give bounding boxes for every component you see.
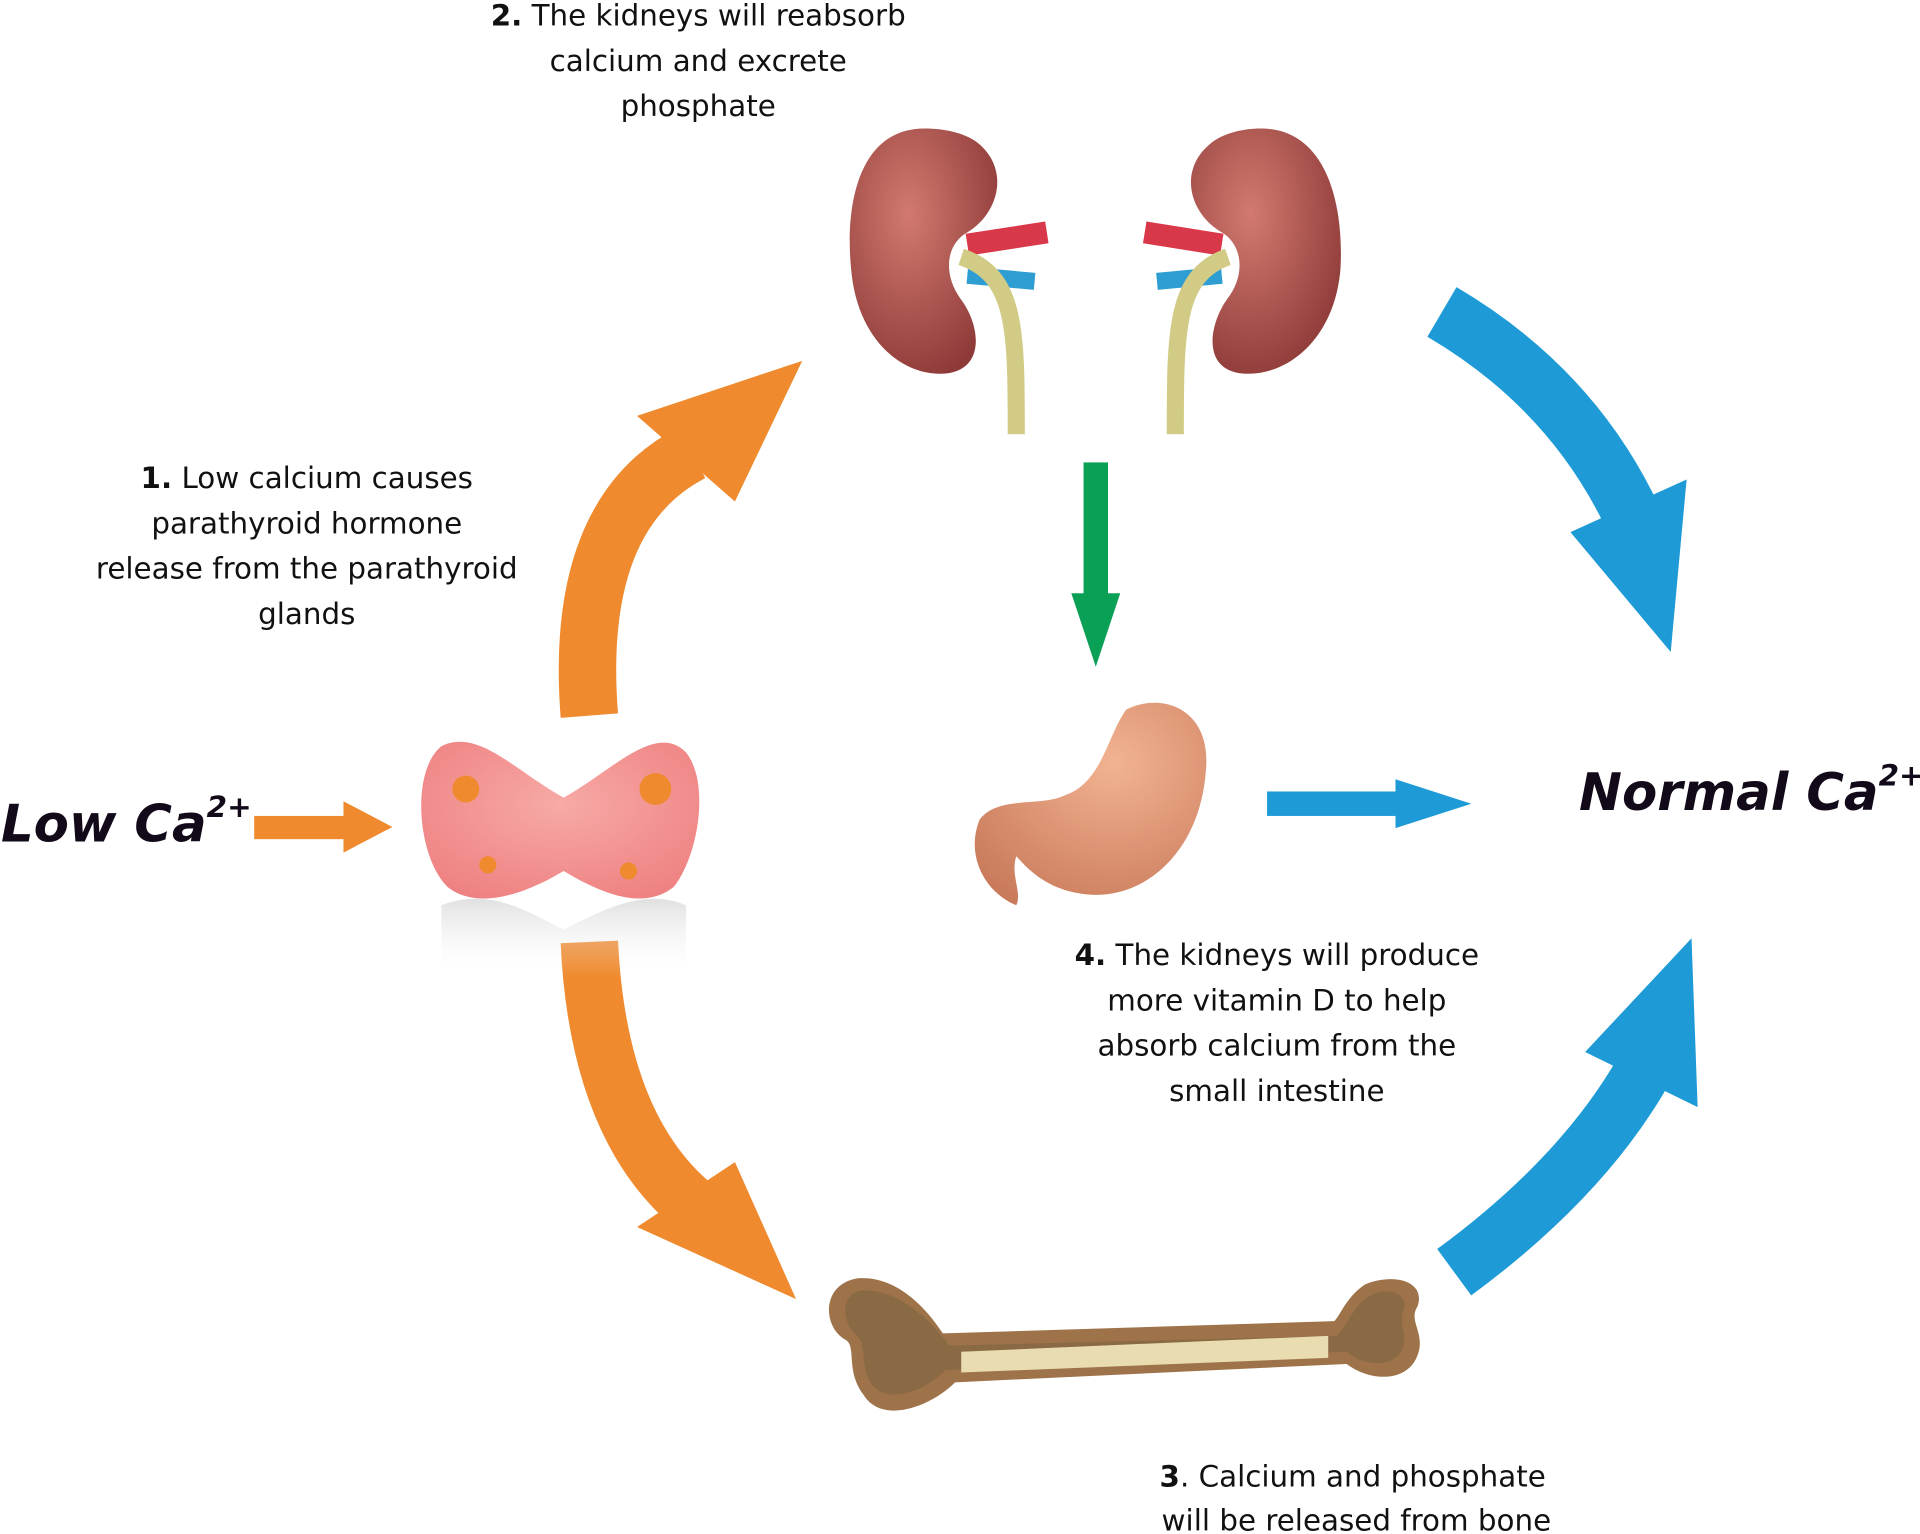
parathyroid-glands-icon (421, 741, 700, 979)
step-1-label: 1. Low calcium causes parathyroid hormon… (96, 461, 518, 631)
svg-text:more vitamin D to help: more vitamin D to help (1107, 983, 1446, 1017)
arrow-bone-to-normal (1437, 938, 1698, 1296)
arrow-intestine-to-normal (1267, 779, 1472, 829)
step-4-label: 4. The kidneys will produce more vitamin… (1075, 938, 1479, 1108)
kidneys-icon (849, 128, 1341, 435)
step-3-label: 3. Calcium and phosphate will be release… (1160, 1459, 1552, 1534)
arrow-parathyroid-to-bone (560, 940, 797, 1300)
svg-text:1. Low calcium causes: 1. Low calcium causes (141, 461, 473, 495)
step-2-label: 2. The kidneys will reabsorb calcium and… (491, 0, 906, 123)
svg-text:absorb calcium from the: absorb calcium from the (1097, 1029, 1456, 1063)
svg-text:phosphate: phosphate (621, 89, 776, 123)
svg-text:2. The kidneys will reabsorb: 2. The kidneys will reabsorb (491, 0, 906, 33)
low-calcium-label: Low Ca2+ (1, 790, 252, 854)
svg-text:will be released from bone: will be released from bone (1162, 1503, 1552, 1534)
normal-calcium-label: Normal Ca2+ (1579, 758, 1920, 822)
svg-text:glands: glands (258, 597, 355, 631)
arrow-low-to-parathyroid (254, 801, 393, 853)
svg-text:calcium and excrete: calcium and excrete (550, 44, 847, 78)
stomach-icon (974, 702, 1207, 906)
svg-text:small intestine: small intestine (1169, 1074, 1384, 1108)
bone-icon (828, 1278, 1420, 1411)
svg-text:3. Calcium and phosphate: 3. Calcium and phosphate (1160, 1459, 1546, 1493)
arrow-parathyroid-to-kidneys (558, 360, 803, 718)
arrow-kidneys-to-normal (1427, 287, 1687, 653)
svg-text:parathyroid hormone: parathyroid hormone (151, 506, 462, 540)
arrow-kidneys-to-intestine (1071, 462, 1121, 667)
svg-text:4. The kidneys will produce: 4. The kidneys will produce (1075, 938, 1479, 972)
svg-text:release from the parathyroid: release from the parathyroid (96, 552, 518, 586)
